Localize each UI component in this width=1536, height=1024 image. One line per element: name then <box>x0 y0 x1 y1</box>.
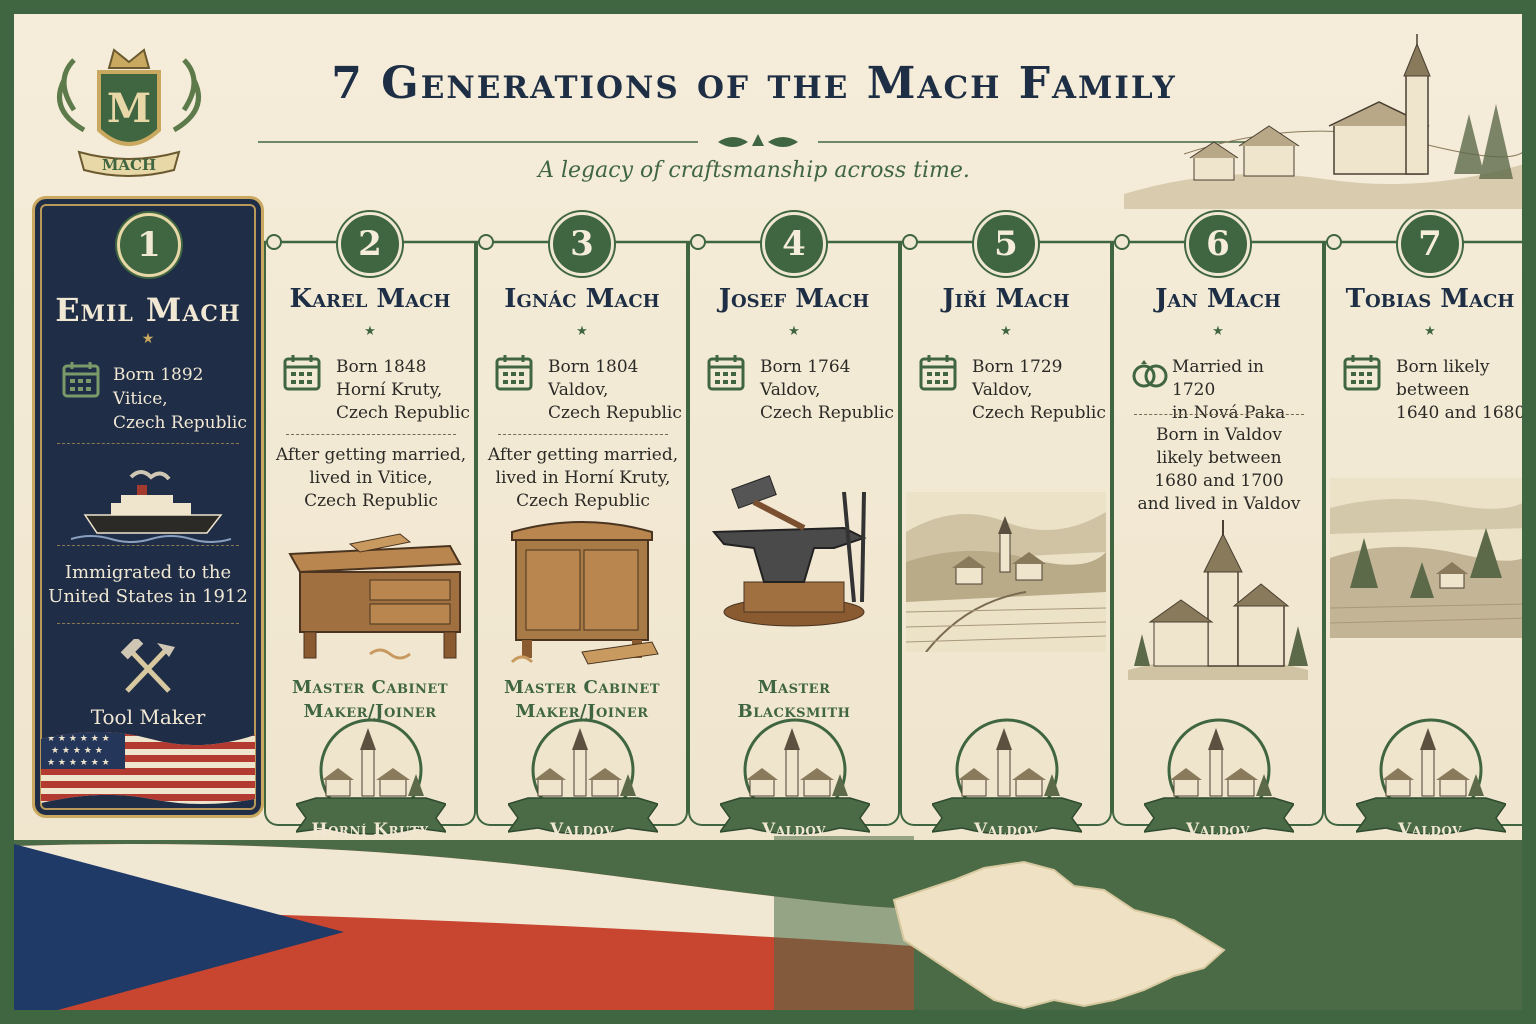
village-landscape-icon <box>906 492 1106 652</box>
church-icon <box>1128 520 1308 680</box>
generation-2-column: 2 Karel Mach ★ Born 1848 Horní Kruty, Cz… <box>264 212 476 840</box>
generation-7-column: 7 Tobias Mach ★ Born likely between 1640… <box>1324 212 1526 840</box>
generation-1-panel: 1 Emil Mach ★ Born 1892 Vitice, Czech Re… <box>32 196 264 818</box>
star-icon: ★ <box>364 324 376 339</box>
ancestor-name: Ignác Mach <box>504 284 660 314</box>
place-label: Valdov <box>762 820 826 840</box>
steamship-icon <box>71 470 231 543</box>
divider <box>1134 414 1304 415</box>
us-flag-icon: ★ ★ ★ ★ ★ ★ ★ ★ ★ ★ ★ ★ ★ ★ ★ ★ ★ <box>41 732 255 804</box>
birth-info: Born 1764 Valdov, Czech Republic <box>760 357 894 423</box>
place-label: Valdov <box>550 820 614 840</box>
page-title: 7 Generations of the Mach Family <box>331 58 1177 109</box>
generation-4-column: 4 Josef Mach ★ Born 1764 Valdov, Czech R… <box>688 212 900 840</box>
calendar-icon <box>283 353 321 391</box>
crest-letter: M <box>107 85 151 132</box>
church-village-sketch-icon <box>1124 34 1522 209</box>
page-subtitle: A legacy of craftsmanship across time. <box>538 158 970 183</box>
birth-info: Born likely between 1640 and 1680 <box>1396 357 1526 423</box>
residence-note: After getting married, lived in Horní Kr… <box>487 445 679 511</box>
calendar-icon <box>919 353 957 391</box>
occupation: Master Cabinet Maker/Joiner <box>292 677 448 722</box>
immigration-info: Immigrated to the United States in 1912 <box>48 562 248 607</box>
calendar-icon <box>1343 353 1381 391</box>
ancestor-name: Jiří Mach <box>942 284 1070 314</box>
generation-5-column: 5 Jiří Mach ★ Born 1729 Valdov, Czech Re… <box>900 212 1112 840</box>
crossed-tools-icon <box>120 639 175 693</box>
star-icon: ★ <box>1212 324 1224 339</box>
birth-info: Born 1729 Valdov, Czech Republic <box>972 357 1106 423</box>
crest-banner: MACH <box>102 156 156 174</box>
ancestor-name: Josef Mach <box>718 284 870 314</box>
generation-number: 1 <box>117 213 181 277</box>
anvil-icon <box>711 475 867 627</box>
divider <box>286 434 456 435</box>
wedding-rings-icon <box>1132 360 1168 388</box>
occupation: Master Blacksmith <box>737 677 851 722</box>
generation-number: 4 <box>762 212 826 276</box>
marriage-info: Married in 1720 in Nová Paka <box>1172 357 1286 423</box>
place-label: Valdov <box>1186 820 1250 840</box>
star-icon: ★ <box>1424 324 1436 339</box>
occupation: Master Cabinet Maker/Joiner <box>504 677 660 722</box>
ancestor-name: Jan Mach <box>1155 284 1281 314</box>
star-icon: ★ <box>141 331 155 347</box>
generation-number: 7 <box>1398 212 1462 276</box>
divider <box>498 434 668 435</box>
title-divider <box>258 134 1258 147</box>
ancestor-name: Tobias Mach <box>1345 284 1515 314</box>
generation-6-column: 6 Jan Mach ★ Married in 1720 in Nová Pak… <box>1112 212 1324 840</box>
ancestor-name: Karel Mach <box>289 284 451 314</box>
svg-text:★ ★ ★ ★ ★ ★: ★ ★ ★ ★ ★ ★ <box>47 734 110 744</box>
star-icon: ★ <box>1000 324 1012 339</box>
cabinet-icon <box>510 521 659 665</box>
divider <box>57 443 239 444</box>
svg-text:★ ★ ★ ★ ★ ★: ★ ★ ★ ★ ★ ★ <box>47 758 110 768</box>
calendar-icon <box>62 362 100 398</box>
residence-note: Born in Valdov likely between 1680 and 1… <box>1137 425 1301 514</box>
star-icon: ★ <box>576 324 588 339</box>
residence-note: After getting married, lived in Vitice, … <box>275 445 467 511</box>
czech-flag-icon <box>14 836 914 1010</box>
divider <box>57 545 239 546</box>
ancestor-name: Emil Mach <box>55 291 241 329</box>
star-icon: ★ <box>788 324 800 339</box>
family-crest-icon: M MACH <box>57 48 201 177</box>
generation-number: 5 <box>974 212 1038 276</box>
countryside-icon <box>1330 478 1522 638</box>
generation-number: 3 <box>550 212 614 276</box>
calendar-icon <box>495 353 533 391</box>
birth-info: Born 1892 Vitice, Czech Republic <box>113 365 247 433</box>
place-label: Valdov <box>974 820 1038 840</box>
place-label: Valdov <box>1398 820 1462 840</box>
svg-text:★ ★ ★ ★ ★: ★ ★ ★ ★ ★ <box>51 746 103 756</box>
place-label: Horní Kruty <box>311 820 429 840</box>
birth-info: Born 1848 Horní Kruty, Czech Republic <box>336 357 470 423</box>
birth-info: Born 1804 Valdov, Czech Republic <box>548 357 682 423</box>
generation-3-column: 3 Ignác Mach ★ Born 1804 Valdov, Czech R… <box>476 212 688 840</box>
generation-number: 6 <box>1186 212 1250 276</box>
workbench-icon <box>288 533 462 660</box>
divider <box>57 623 239 624</box>
generation-number: 2 <box>338 212 402 276</box>
calendar-icon <box>707 353 745 391</box>
czech-republic-map-icon <box>892 860 1226 1010</box>
occupation: Tool Maker <box>90 705 206 729</box>
